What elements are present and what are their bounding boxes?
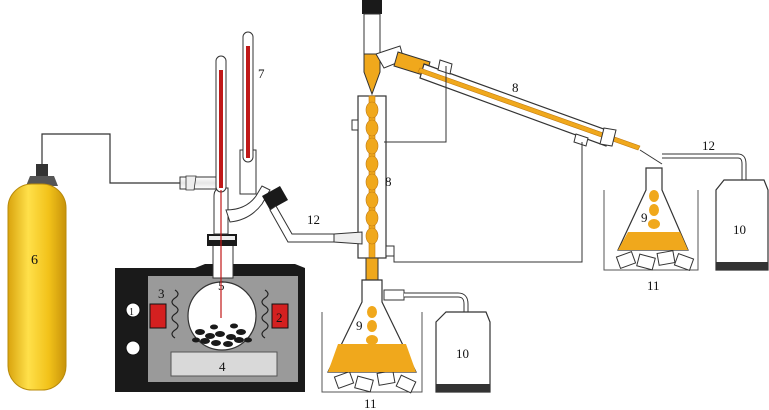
thermometer-flask	[215, 55, 227, 318]
ice-bath-label-1: 11	[364, 396, 377, 410]
ice-bath-2: 11	[603, 190, 699, 293]
ice-bath-label-2: 11	[647, 278, 660, 293]
power-switch-knob[interactable]	[125, 340, 141, 356]
heating-coil-left	[171, 289, 179, 339]
heating-coil-right	[261, 289, 269, 339]
gas-inlet-adapter	[179, 175, 217, 191]
magnetic-stirrer	[170, 351, 278, 377]
receiving-flask-2: 9	[617, 167, 689, 251]
tubing-label-2: 12	[702, 138, 715, 153]
distillate-drops-1	[366, 306, 378, 345]
receiver-bottle-1: 10	[435, 311, 491, 393]
distillate-label-2: 9	[641, 210, 648, 225]
receiving-flask-1: 9	[327, 279, 417, 373]
gas-cylinder-label: 6	[31, 253, 38, 268]
distillate-label-1: 9	[356, 318, 363, 333]
receiver-bottle-label-1: 10	[456, 346, 469, 361]
cooling-water-line-lower	[393, 142, 583, 263]
condenser-vertical: 8	[333, 0, 395, 281]
receiver-bottle-2: 10	[715, 179, 769, 271]
claisen-adapter	[213, 149, 271, 235]
side-arm-joint: 12	[262, 186, 341, 243]
boiling-chips	[192, 323, 252, 347]
tubing-receiver-2	[662, 153, 747, 180]
condenser-vertical-label: 8	[385, 174, 392, 189]
condenser-inclined: 8	[417, 59, 641, 151]
condenser-inclined-label: 8	[512, 80, 519, 95]
heating-control-knob-label: 1	[129, 307, 134, 318]
gas-inlet-line	[41, 133, 186, 184]
receiver-bottle-label-2: 10	[733, 222, 746, 237]
heating-coil-label: 3	[158, 286, 165, 301]
heating-element-label: 2	[276, 310, 283, 325]
cooling-water-line-upper	[384, 66, 447, 143]
distillate-drops-2	[648, 190, 660, 229]
heating-element-right	[271, 303, 289, 329]
ice-bath-1: 11	[321, 312, 423, 410]
round-bottom-flask: 5	[187, 234, 257, 351]
heating-element-left	[149, 303, 167, 329]
magnetic-stirrer-label: 4	[219, 359, 226, 374]
thermometer: 7	[242, 31, 265, 163]
heating-control-knob[interactable]	[125, 302, 141, 318]
gas-cylinder: 6	[7, 164, 67, 391]
tubing-receiver-1	[404, 292, 469, 312]
tubing-label-1: 12	[307, 212, 320, 227]
thermometer-label: 7	[258, 66, 265, 81]
